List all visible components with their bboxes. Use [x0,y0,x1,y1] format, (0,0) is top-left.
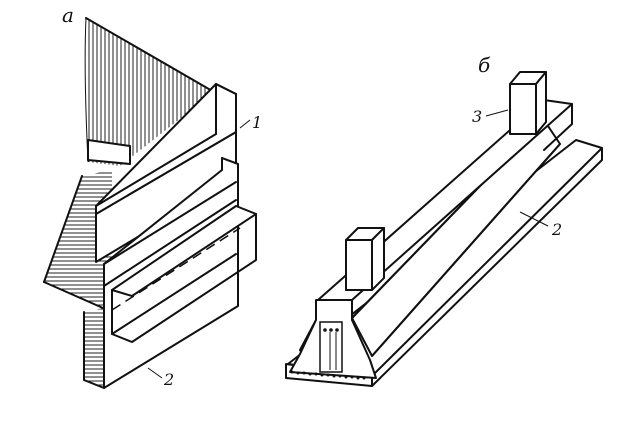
soil-lower [43,170,113,313]
soil-band [87,139,131,165]
panel-a-letter: а [62,3,74,27]
label-3: 3 [472,107,482,126]
leader-1 [239,119,251,129]
leader-2a [147,367,163,379]
panel-a: а 1 2 [43,3,262,389]
leader-2b [519,211,549,227]
strip-footing-2 [285,99,603,387]
column-stub-3 [509,71,547,135]
column-stub-front [345,227,385,291]
label-1: 1 [252,113,262,132]
label-2-panel-a: 2 [163,370,174,389]
leader-3 [485,109,509,117]
panel-b-letter: б [478,53,491,77]
panel-b: б 3 2 [285,53,603,387]
label-2-panel-b: 2 [551,220,562,239]
foundation-block-2 [103,157,257,389]
foundation-base [83,308,105,389]
wall-panel-1 [95,83,237,263]
